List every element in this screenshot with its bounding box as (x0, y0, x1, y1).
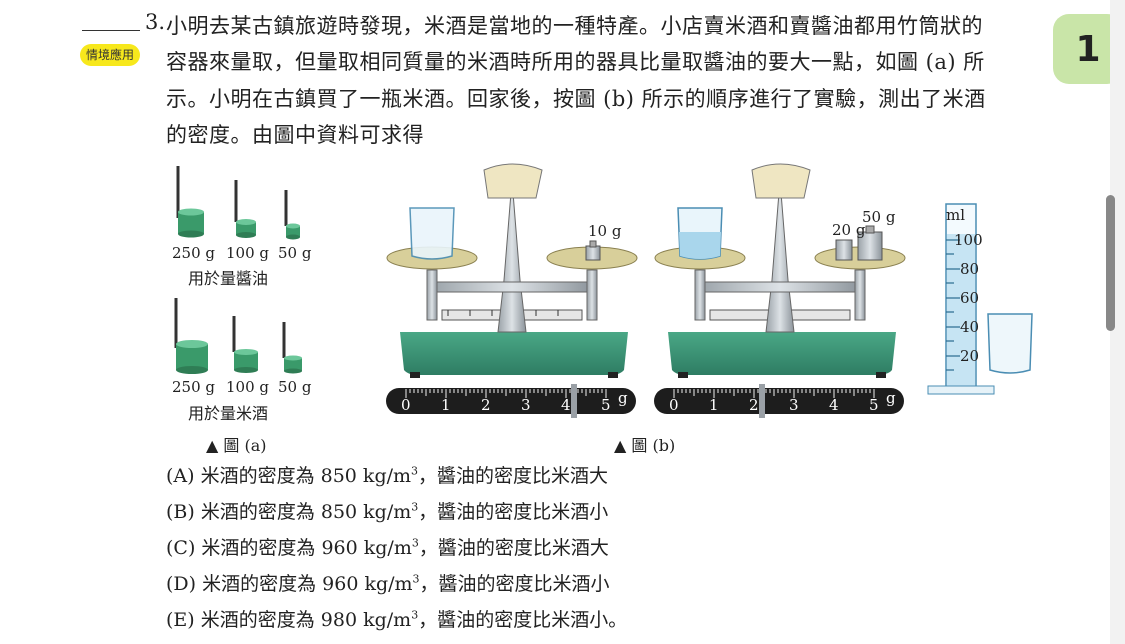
balance-2 (654, 163, 906, 378)
soy-mass-100g: 100 g (226, 244, 270, 262)
wine-mass-50g: 50 g (278, 378, 312, 396)
wine-measure-250g (174, 298, 208, 374)
scrollbar-track[interactable] (1110, 0, 1125, 644)
soy-measure-250g (176, 166, 204, 238)
scrollbar-thumb[interactable] (1106, 195, 1115, 331)
ruler-tick-label: 3 (521, 396, 531, 414)
cylinder-tick-60: 60 (960, 289, 980, 307)
ruler-tick-label: 4 (829, 396, 839, 414)
soy-mass-250g: 250 g (172, 244, 216, 262)
cylinder-tick-80: 80 (960, 260, 980, 278)
figure-b (386, 163, 1033, 418)
question-number: 3. (145, 10, 166, 34)
soy-measure-100g (234, 180, 256, 238)
figure-a-caption: ▲ 圖 (a) (206, 436, 267, 455)
rider-ruler-1 (386, 384, 636, 418)
wine-mass-250g: 250 g (172, 378, 216, 396)
balance-1 (386, 163, 638, 378)
cylinder-unit: ml (946, 206, 966, 224)
ruler-tick-label: 4 (561, 396, 571, 414)
ruler-tick-label: 1 (441, 396, 451, 414)
cylinder-tick-20: 20 (960, 347, 980, 365)
ruler-tick-label: 0 (401, 396, 411, 414)
ruler-unit: g (886, 389, 896, 407)
cylinder-tick-100: 100 (954, 231, 983, 249)
ruler-tick-label: 1 (709, 396, 719, 414)
figure-b-caption: ▲ 圖 (b) (614, 436, 676, 455)
question-line-1: 小明去某古鎮旅遊時發現，米酒是當地的一種特產。小店賣米酒和賣醬油都用竹筒狀的 (166, 14, 983, 38)
option-b[interactable]: (B) 米酒的密度為 850 kg/m3，醬油的密度比米酒小 (166, 500, 609, 523)
soy-measure-50g (284, 190, 300, 240)
ruler-tick-label: 0 (669, 396, 679, 414)
ruler-tick-label: 3 (789, 396, 799, 414)
rider-marker (759, 384, 765, 418)
question-line-3: 示。小明在古鎮買了一瓶米酒。回家後，按圖 (b) 所示的順序進行了實驗，測出了米… (166, 87, 986, 111)
weight-10g (585, 245, 601, 261)
weight-50g-label: 50 g (862, 208, 896, 226)
option-e[interactable]: (E) 米酒的密度為 980 kg/m3，醬油的密度比米酒小。 (166, 608, 628, 631)
question-line-4: 的密度。由圖中資料可求得 (166, 123, 424, 147)
wine-measure-50g (282, 322, 302, 374)
soy-row-label: 用於量醬油 (188, 269, 269, 288)
wine-measure-100g (232, 316, 258, 373)
figure-a-containers (174, 166, 302, 374)
graduated-cylinder (927, 203, 1033, 395)
option-c[interactable]: (C) 米酒的密度為 960 kg/m3，醬油的密度比米酒大 (166, 536, 609, 559)
weight-20g-label: 20 g (832, 221, 866, 239)
ruler-tick-label: 2 (481, 396, 491, 414)
ruler-tick-label: 5 (601, 396, 611, 414)
wine-row-label: 用於量米酒 (188, 404, 269, 423)
weight-20g (835, 239, 853, 261)
weight-50g (857, 231, 883, 261)
rider-ruler-2 (654, 384, 904, 418)
ruler-tick-label: 2 (749, 396, 759, 414)
option-a[interactable]: (A) 米酒的密度為 850 kg/m3，醬油的密度比米酒大 (166, 464, 609, 487)
ruler-unit: g (618, 389, 628, 407)
answer-blank (82, 30, 140, 31)
question-line-2: 容器來量取，但量取相同質量的米酒時所用的器具比量取醬油的要大一點，如圖 (a) … (166, 50, 985, 74)
rider-marker (571, 384, 577, 418)
option-d[interactable]: (D) 米酒的密度為 960 kg/m3，醬油的密度比米酒小 (166, 572, 610, 595)
empty-beaker-1 (409, 207, 455, 260)
context-tag: 情境應用 (80, 44, 140, 66)
ruler-tick-label: 5 (869, 396, 879, 414)
weight-10g-label: 10 g (588, 222, 622, 240)
soy-mass-50g: 50 g (278, 244, 312, 262)
wine-mass-100g: 100 g (226, 378, 270, 396)
empty-beaker-2 (987, 313, 1033, 374)
cylinder-tick-40: 40 (960, 318, 980, 336)
